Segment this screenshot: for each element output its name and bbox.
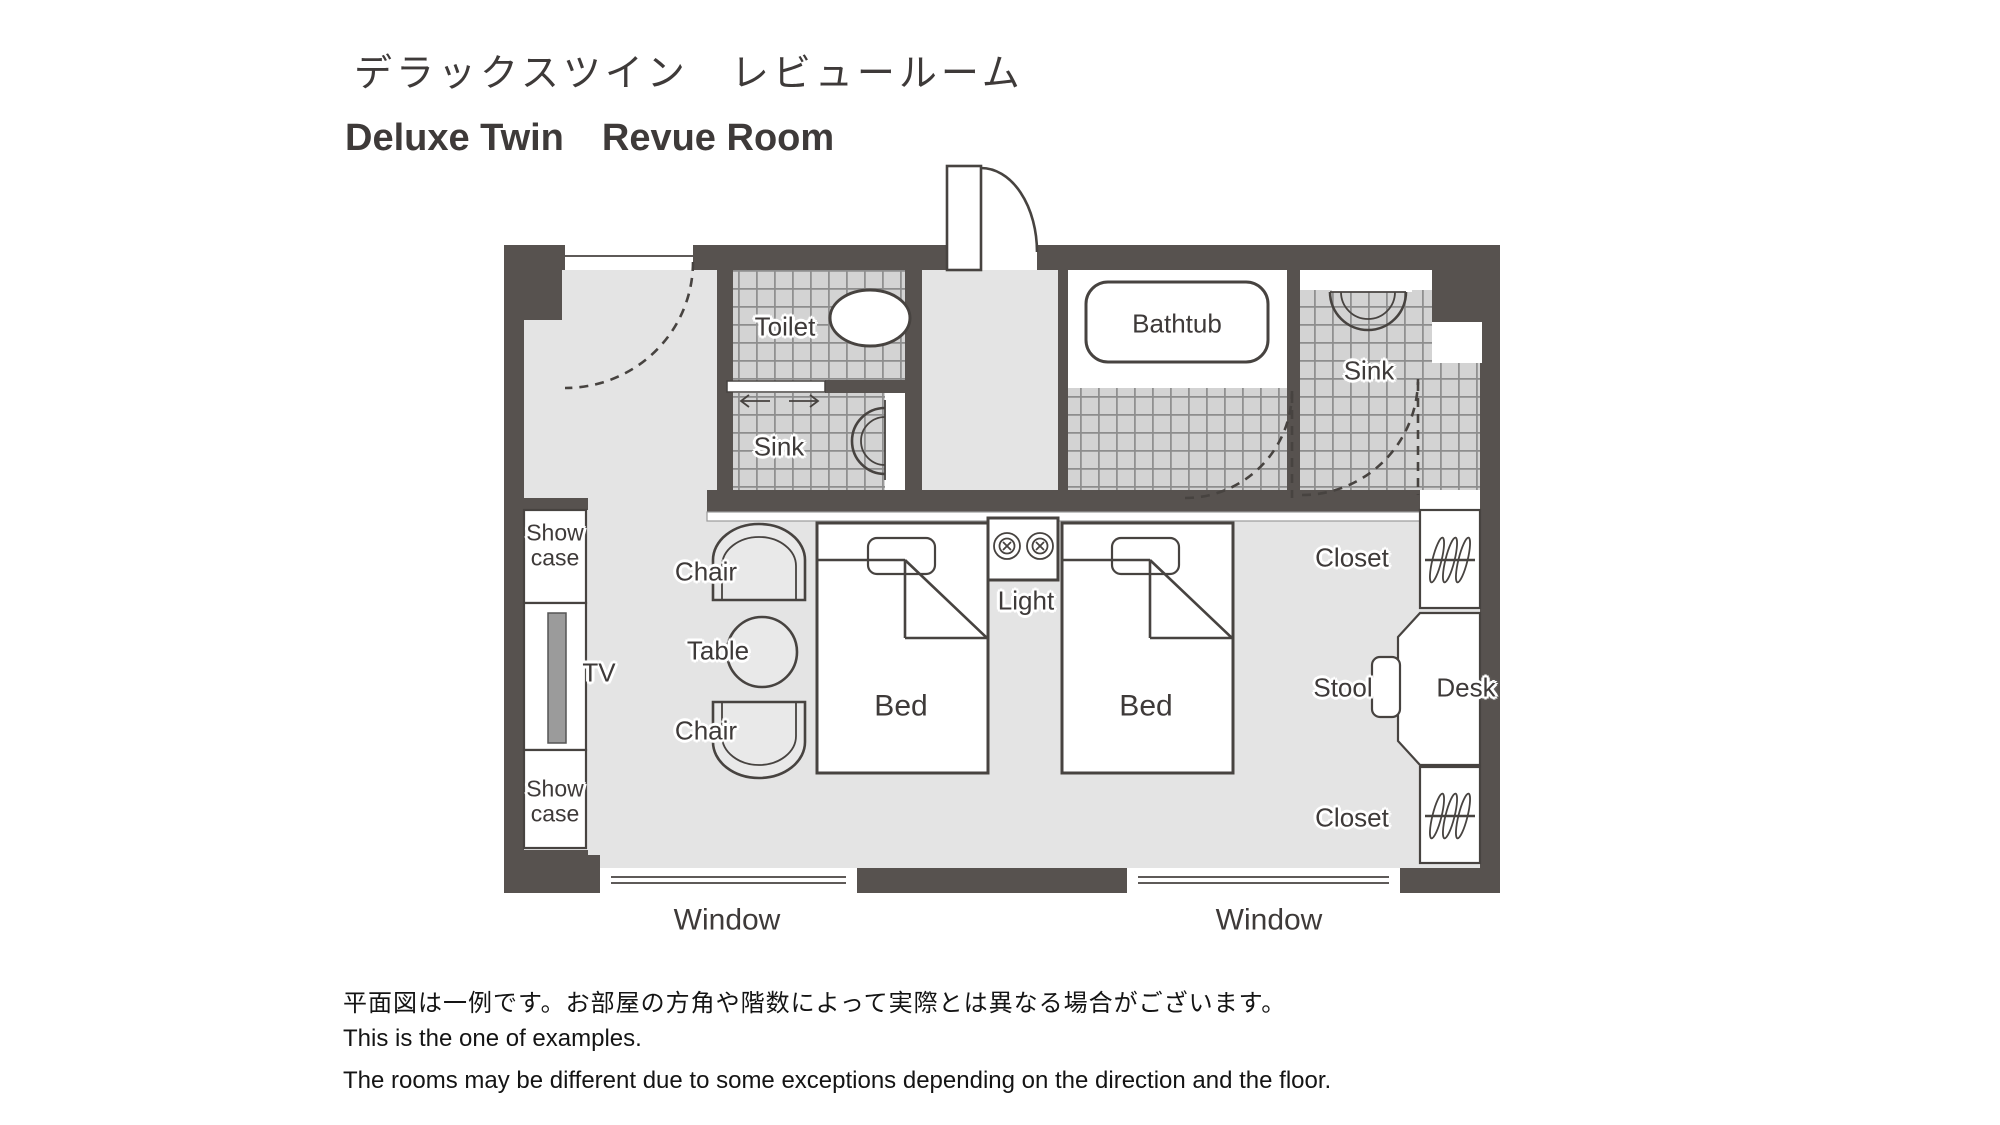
label-chair-bottom: Chair: [674, 715, 738, 746]
label-tv: TV: [582, 657, 616, 688]
closet-top-box: [1418, 508, 1482, 610]
toilet-fixture: [828, 288, 912, 348]
bathroom-door-swing: [1184, 390, 1294, 500]
partition-threshold: [706, 511, 1421, 522]
chair-bottom: [711, 700, 807, 780]
sink-left-fixture: [850, 400, 905, 480]
label-bed-left: Bed: [874, 689, 928, 723]
connecting-door-opening: [565, 245, 693, 270]
disclaimer-english-1: This is the one of examples.: [343, 1025, 642, 1052]
sink-room-door-swing: [1301, 378, 1420, 497]
arrows-icon: [739, 394, 820, 408]
light-fixture: [986, 516, 1060, 582]
disclaimer-japanese: 平面図は一例です。お部屋の方角や階数によって実際とは異なる場合がございます。: [343, 990, 1287, 1017]
disclaimer-english-2: The rooms may be different due to some e…: [343, 1067, 1332, 1094]
connecting-door-swing: [564, 261, 695, 390]
label-showcase-bottom: Show case: [526, 775, 584, 827]
walls: [504, 245, 1500, 893]
room-title-english: Deluxe Twin Revue Room: [345, 117, 835, 159]
label-showcase-top: Show case: [526, 519, 584, 571]
label-window-right: Window: [1215, 903, 1323, 937]
label-sink-right: Sink: [1343, 355, 1395, 386]
label-window-left: Window: [673, 903, 781, 937]
label-sink-left: Sink: [753, 431, 805, 462]
chair-top: [711, 522, 807, 602]
lamp-icon: [993, 532, 1021, 560]
wall-niche: [1432, 322, 1482, 363]
window-right-glass: [1127, 868, 1400, 893]
sliding-door: [726, 380, 826, 408]
window-left-glass: [600, 868, 857, 893]
label-light: Light: [997, 585, 1055, 616]
bed-right: [1060, 521, 1235, 775]
label-chair-top: Chair: [674, 556, 738, 587]
desk-fixture: [1396, 611, 1482, 767]
wall-right: [1480, 245, 1500, 893]
room-title-japanese: デラックスツイン レビュールーム: [354, 53, 1024, 95]
bed-left: [815, 521, 990, 775]
hanger-icon: [1425, 536, 1475, 584]
showcase-bottom-cabinet: [522, 748, 588, 850]
label-closet-top: Closet: [1315, 542, 1389, 573]
label-closet-bottom: Closet: [1315, 802, 1389, 833]
hanger-icon: [1425, 792, 1475, 840]
wall-partition-bottom: [707, 490, 1420, 512]
label-desk: Desk: [1436, 672, 1496, 703]
sink-right-fixture: [1328, 272, 1412, 332]
closet-bottom-box: [1418, 765, 1482, 865]
wall-left: [504, 245, 524, 893]
stool-fixture: [1370, 655, 1402, 719]
tv-cabinet: [522, 601, 588, 752]
label-table: Table: [686, 635, 750, 666]
label-toilet: Toilet: [754, 311, 816, 342]
label-bed-right: Bed: [1119, 689, 1173, 723]
table: [725, 615, 799, 689]
entrance-door: [945, 164, 1039, 272]
lamp-icon: [1026, 532, 1054, 560]
label-bathtub: Bathtub: [1132, 308, 1222, 339]
label-stool: Stool: [1313, 672, 1373, 703]
tv-screen: [547, 612, 567, 744]
bathtub-fixture: [1084, 280, 1270, 364]
